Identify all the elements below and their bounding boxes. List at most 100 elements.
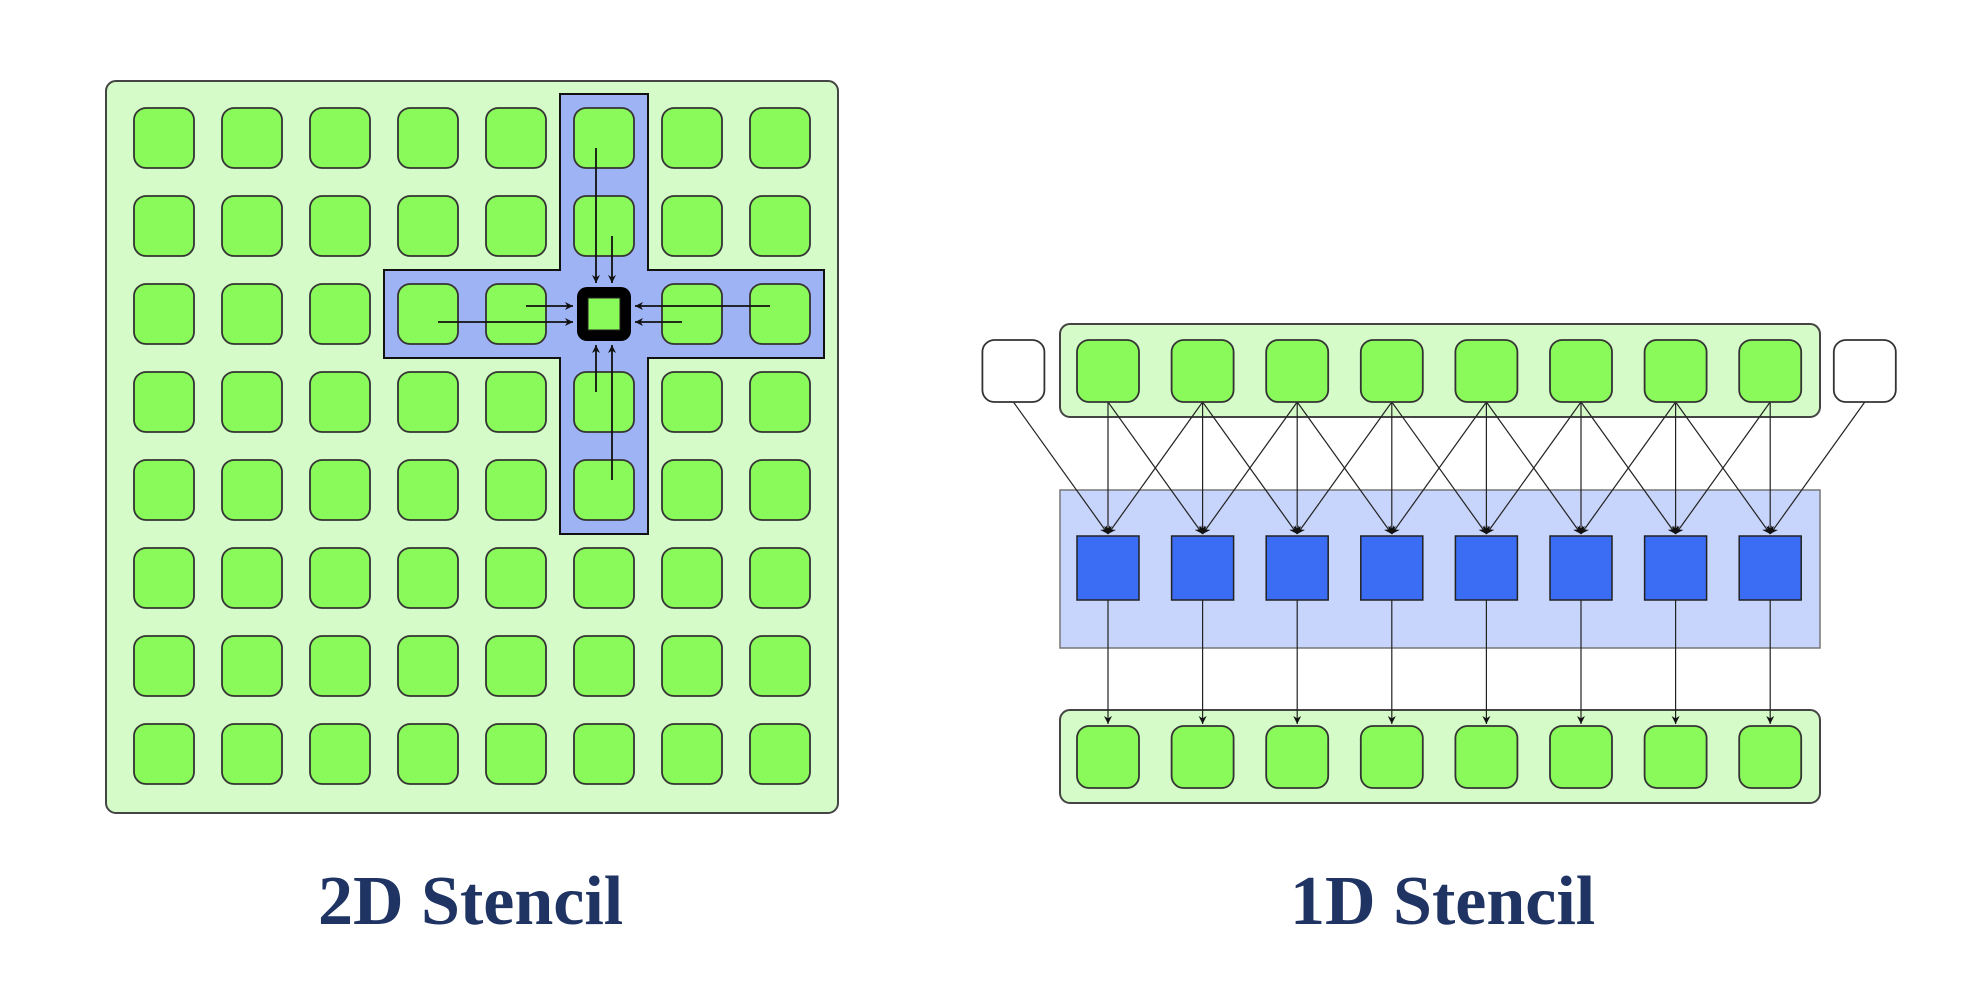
grid-cell <box>485 635 547 697</box>
grid-cell <box>485 371 547 433</box>
grid-cell <box>749 195 811 257</box>
grid-cell <box>221 371 283 433</box>
grid-cell <box>749 371 811 433</box>
grid-cell <box>397 371 459 433</box>
grid-cell <box>397 547 459 609</box>
grid-cell <box>485 107 547 169</box>
grid-cell <box>133 723 195 785</box>
input-arrow <box>1675 401 1771 535</box>
grid-cell <box>661 459 723 521</box>
grid-cell <box>221 459 283 521</box>
grid-cell <box>573 635 635 697</box>
grid-cell <box>661 635 723 697</box>
grid-cell <box>749 635 811 697</box>
stencil-1d-arrows <box>1012 401 1866 724</box>
output-cell <box>1643 725 1708 789</box>
grid-cell <box>661 547 723 609</box>
grid-cell <box>661 107 723 169</box>
input-arrow <box>1391 401 1487 535</box>
input-arrow <box>1107 401 1204 535</box>
grid-cell <box>309 107 371 169</box>
input-arrow <box>1769 401 1866 535</box>
compute-cell <box>1738 535 1802 601</box>
stencil-2d-grid-panel <box>105 80 839 814</box>
input-cell <box>1359 339 1424 403</box>
grid-cell <box>749 459 811 521</box>
compute-cell <box>1454 535 1519 601</box>
grid-cell <box>309 547 371 609</box>
input-arrow <box>1202 401 1298 535</box>
stencil-1d-cells <box>981 339 1897 789</box>
output-cell <box>1170 725 1235 789</box>
input-cell <box>1076 339 1140 403</box>
grid-cell <box>133 107 195 169</box>
output-cell <box>1549 725 1613 789</box>
grid-cell <box>133 283 195 345</box>
grid-cell <box>661 371 723 433</box>
grid-cell <box>397 195 459 257</box>
stencil-2d-target-cell <box>577 287 631 341</box>
halo-cell <box>981 339 1046 403</box>
grid-cell <box>573 547 635 609</box>
stencil-1d-input-row <box>1059 323 1821 418</box>
output-cell <box>1265 725 1330 789</box>
stencil-2d-diagram <box>105 80 839 814</box>
grid-cell <box>749 107 811 169</box>
input-arrow <box>1012 401 1109 535</box>
grid-cell <box>485 723 547 785</box>
grid-cell <box>749 723 811 785</box>
input-cell <box>1170 339 1235 403</box>
compute-cell <box>1360 535 1424 601</box>
grid-cell <box>309 723 371 785</box>
output-cell <box>1454 725 1519 789</box>
input-cell <box>1265 339 1330 403</box>
output-cell <box>1738 725 1803 789</box>
stencil-1d-caption: 1D Stencil <box>1290 863 1596 940</box>
stencil-2d-arrows <box>438 148 770 480</box>
grid-cell <box>573 107 635 169</box>
grid-cell <box>661 283 723 345</box>
input-cell <box>1454 339 1519 403</box>
compute-cell <box>1643 535 1708 601</box>
grid-cell <box>661 195 723 257</box>
output-cell <box>1076 725 1140 789</box>
compute-cell <box>1265 535 1329 601</box>
grid-cell <box>133 547 195 609</box>
grid-cell <box>133 371 195 433</box>
grid-cell <box>397 283 459 345</box>
input-arrow <box>1296 401 1393 535</box>
stencil-2d-cells <box>133 107 811 785</box>
halo-cell <box>1832 339 1897 403</box>
grid-cell <box>485 195 547 257</box>
grid-cell <box>573 195 635 257</box>
grid-cell <box>221 723 283 785</box>
grid-cell <box>221 635 283 697</box>
grid-cell <box>133 635 195 697</box>
grid-cell <box>221 547 283 609</box>
grid-cell <box>133 459 195 521</box>
grid-cell <box>397 107 459 169</box>
grid-cell <box>485 459 547 521</box>
grid-cell <box>221 107 283 169</box>
input-arrow <box>1485 401 1582 535</box>
input-cell <box>1643 339 1708 403</box>
grid-cell <box>309 371 371 433</box>
output-cell <box>1359 725 1424 789</box>
grid-cell <box>309 195 371 257</box>
grid-cell <box>309 459 371 521</box>
grid-cell <box>309 283 371 345</box>
grid-cell <box>485 547 547 609</box>
input-cell <box>1738 339 1803 403</box>
grid-cell <box>573 459 635 521</box>
compute-cell <box>1549 535 1613 601</box>
grid-cell <box>749 283 811 345</box>
input-cell <box>1549 339 1613 403</box>
grid-cell <box>485 283 547 345</box>
grid-cell <box>397 723 459 785</box>
grid-cell <box>749 547 811 609</box>
grid-cell <box>661 723 723 785</box>
stencil-2d-caption: 2D Stencil <box>318 863 624 940</box>
grid-cell <box>397 459 459 521</box>
stencil-1d-output-row <box>1059 709 1821 804</box>
